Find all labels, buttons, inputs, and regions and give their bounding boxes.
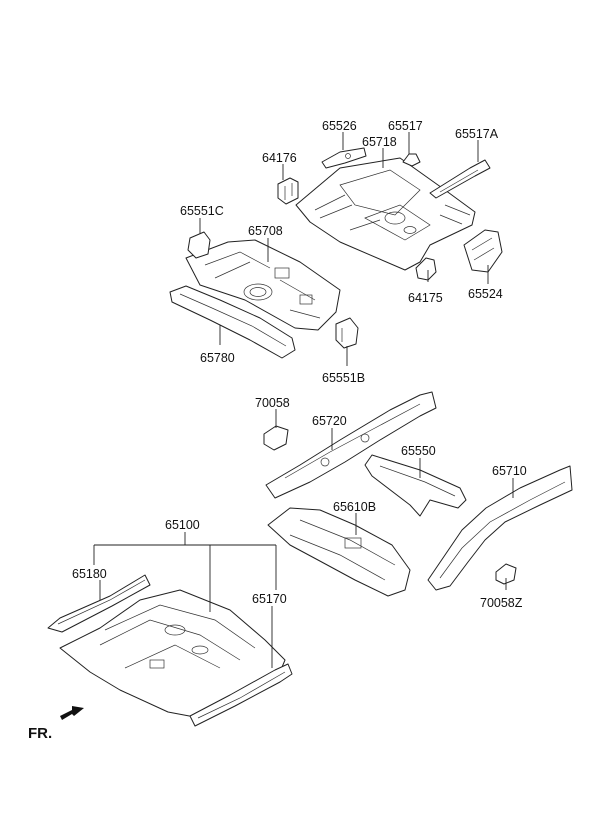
part-70058Z-bracket (495, 563, 517, 585)
label-65718: 65718 (362, 135, 397, 149)
part-65720-crossmember (265, 391, 437, 499)
label-65720: 65720 (312, 414, 347, 428)
part-65517-clip (402, 153, 421, 167)
part-65517A-strip (429, 159, 491, 199)
part-65780-rail (169, 285, 296, 359)
part-65550-crossmember (364, 454, 467, 517)
part-65551B-bracket (335, 317, 359, 349)
part-65610B-panel (267, 507, 411, 597)
label-65710: 65710 (492, 464, 527, 478)
label-65551C: 65551C (180, 204, 224, 218)
front-direction-indicator: FR. (28, 706, 84, 742)
part-65708-panel (185, 239, 341, 331)
part-65170-side-sill (189, 663, 293, 727)
front-arrow-icon (60, 706, 84, 720)
part-65100-front-floor (59, 589, 286, 719)
label-64175: 64175 (408, 291, 443, 305)
part-rear-floor-pan (295, 157, 476, 271)
label-65517: 65517 (388, 119, 423, 133)
part-70058-bracket (263, 425, 289, 451)
part-65551C-bracket (187, 231, 211, 259)
label-65524: 65524 (468, 287, 503, 301)
part-64175-bracket (415, 257, 437, 281)
part-65180-side-sill (47, 574, 151, 633)
part-64176-bracket (277, 177, 299, 205)
label-65551B: 65551B (322, 371, 365, 385)
part-labels: 65526 65517 65517A 65718 64176 65551C 65… (72, 119, 527, 610)
label-65517A: 65517A (455, 127, 499, 141)
leader-lines (93, 132, 514, 668)
label-65170: 65170 (252, 592, 287, 606)
label-65780: 65780 (200, 351, 235, 365)
label-64176: 64176 (262, 151, 297, 165)
part-65526-bracket (321, 147, 367, 169)
front-label: FR. (28, 725, 52, 742)
part-65524-plate (463, 229, 503, 273)
part-65710-side-member (427, 465, 573, 591)
label-70058: 70058 (255, 396, 290, 410)
label-65100: 65100 (165, 518, 200, 532)
label-65708: 65708 (248, 224, 283, 238)
label-65550: 65550 (401, 444, 436, 458)
label-70058Z: 70058Z (480, 596, 523, 610)
label-65610B: 65610B (333, 500, 376, 514)
label-65180: 65180 (72, 567, 107, 581)
label-65526: 65526 (322, 119, 357, 133)
